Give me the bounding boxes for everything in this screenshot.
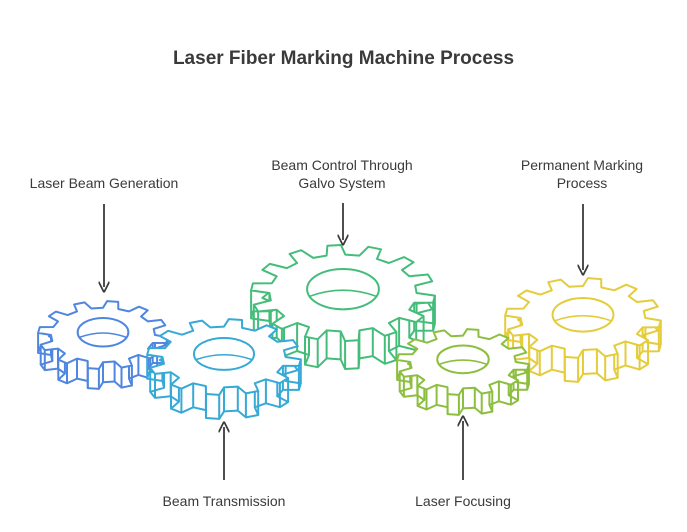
- gear-permanent-marking: [504, 277, 662, 383]
- gear-hub-hole: [306, 268, 380, 311]
- gear-hub-hole: [551, 297, 615, 333]
- gear-hub-inner: [309, 289, 377, 297]
- step-label-beam-control: Beam Control Through Galvo System: [271, 157, 413, 191]
- gear-laser-focusing: [396, 328, 530, 416]
- gear-beam-transmission: [146, 318, 302, 420]
- gear-hub-inner: [79, 332, 127, 339]
- step-label-permanent-marking: Permanent Marking Process: [520, 157, 644, 191]
- diagram-title: Laser Fiber Marking Machine Process: [172, 48, 515, 69]
- gear-hub-inner: [438, 359, 488, 365]
- gear-hub-inner: [554, 314, 612, 322]
- step-label-laser-beam-generation: Laser Beam Generation: [29, 175, 179, 191]
- step-label-beam-transmission: Beam Transmission: [162, 493, 286, 509]
- gear-laser-beam-generation: [37, 300, 169, 390]
- step-label-laser-focusing: Laser Focusing: [415, 493, 511, 509]
- gear-hub-inner: [196, 353, 252, 361]
